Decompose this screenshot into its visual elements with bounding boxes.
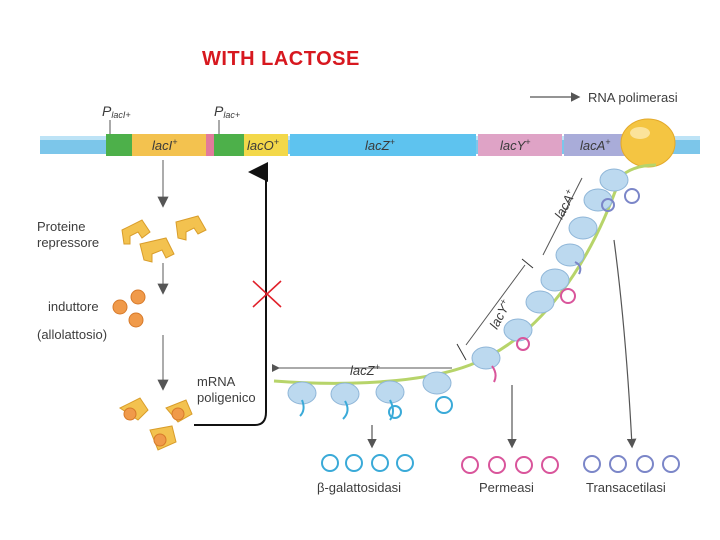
ribosome bbox=[422, 371, 452, 395]
mrna-laca-extent bbox=[542, 177, 583, 256]
lacy-label: lacY+ bbox=[500, 137, 531, 153]
laci-gene-segment bbox=[132, 134, 206, 156]
laco-label: lacO+ bbox=[247, 137, 279, 153]
lacz-gene-segment bbox=[290, 134, 476, 156]
permease-proteins-icon bbox=[461, 456, 559, 474]
repressor-binding-path-arrow bbox=[194, 162, 268, 426]
ribosome bbox=[525, 290, 555, 314]
promoter-lac-segment bbox=[214, 134, 244, 156]
ribosome bbox=[540, 268, 570, 292]
ribosome bbox=[287, 381, 317, 405]
mrna-boundary-z-y bbox=[456, 343, 467, 361]
permease-label: Permeasi bbox=[479, 480, 534, 495]
diagram-title: WITH LACTOSE bbox=[202, 48, 360, 70]
ribosome bbox=[503, 318, 533, 342]
dna-strand bbox=[40, 134, 700, 156]
rna-polymerase-icon bbox=[620, 118, 676, 168]
promoter-lac-label: Plac+ bbox=[214, 103, 240, 120]
mrna-lacy-extent bbox=[465, 264, 526, 346]
ribosome bbox=[568, 216, 598, 240]
spacer-segment bbox=[206, 134, 214, 156]
inducer-label-line2: (allolattosio) bbox=[37, 327, 107, 342]
mrna-boundary-y-a bbox=[521, 258, 534, 269]
nascent-polypeptides bbox=[299, 188, 640, 421]
promoter-laci-segment bbox=[106, 134, 132, 156]
ribosome bbox=[471, 346, 501, 370]
laca-gene-segment bbox=[564, 134, 626, 156]
rna-polymerase-highlight bbox=[630, 127, 650, 139]
laci-label: lacI+ bbox=[152, 137, 178, 153]
rna-polymerase-label: RNA polimerasi bbox=[588, 90, 678, 105]
mrna-lacz-label: lacZ+ bbox=[350, 362, 380, 378]
mrna-label-line1: mRNA bbox=[197, 374, 236, 389]
laco-gene-segment bbox=[244, 134, 288, 156]
ribosome bbox=[330, 382, 360, 406]
transacetylase-release-arrow bbox=[613, 239, 637, 449]
repressor-label-line1: Proteine bbox=[37, 219, 85, 234]
mrna-label-line2: poligenico bbox=[197, 390, 256, 405]
lacz-label: lacZ+ bbox=[365, 137, 395, 153]
laca-label: lacA+ bbox=[580, 137, 611, 153]
repressor-label-line2: repressore bbox=[37, 235, 99, 250]
blocked-binding-x-icon bbox=[252, 280, 282, 308]
ribosome bbox=[375, 380, 405, 404]
lacy-gene-segment bbox=[478, 134, 562, 156]
transacetylase-proteins-icon bbox=[583, 455, 680, 473]
repressor-proteins-icon bbox=[121, 215, 207, 263]
ribosomes bbox=[287, 168, 629, 406]
ribosome bbox=[555, 243, 585, 267]
inducer-label-line1: induttore bbox=[48, 299, 99, 314]
inducer-molecules-icon bbox=[112, 289, 146, 328]
transacetylase-label: Transacetilasi bbox=[586, 480, 666, 495]
ribosome bbox=[599, 168, 629, 192]
galactosidase-label: β-galattosidasi bbox=[317, 480, 401, 495]
galactosidase-proteins-icon bbox=[321, 454, 414, 472]
inactive-repressor-complex-icon bbox=[119, 397, 193, 451]
promoter-laci-label: PlacI+ bbox=[102, 103, 131, 120]
